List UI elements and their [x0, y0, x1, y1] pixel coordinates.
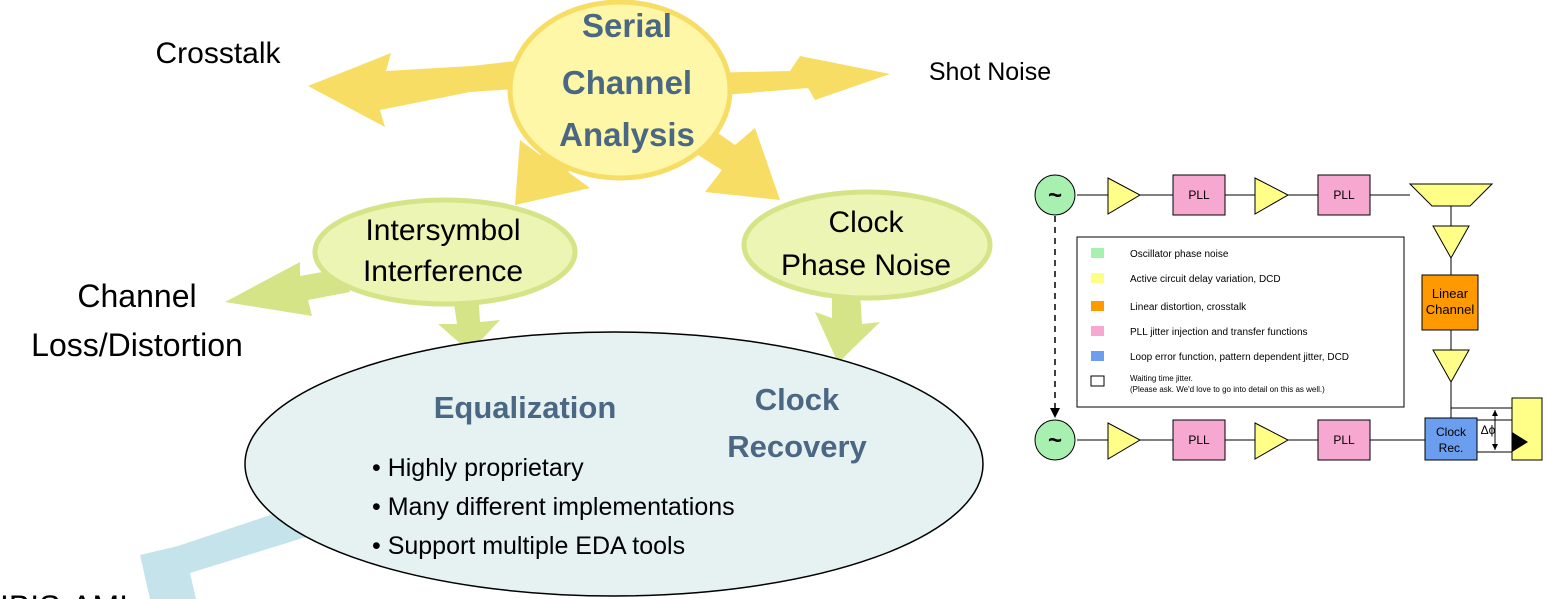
center-line-2: Channel [562, 64, 692, 101]
linear-channel-block [1421, 274, 1479, 331]
bottom-pll-1 [1172, 419, 1226, 461]
right-buffer-2 [1432, 349, 1470, 384]
bottom-pll-1-label: PLL [1188, 433, 1210, 447]
bottom-buffer-2 [1254, 422, 1290, 460]
legend-item: Oscillator phase noise [1091, 248, 1229, 260]
center-line-3: Analysis [559, 116, 695, 153]
ibis-ami-label: IBIS-AMI [0, 589, 128, 599]
cpn-line-1: Clock [828, 206, 904, 239]
bottom-oscillator-symbol: ~ [1048, 427, 1062, 454]
legend-swatch-oscillator [1091, 248, 1104, 258]
flip-flop-block [1511, 397, 1543, 461]
delta-phi-arrow-up [1492, 410, 1498, 416]
linear-channel-line-1: Linear [1432, 286, 1469, 301]
legend-text-active-circuit: Active circuit delay variation, DCD [1130, 274, 1281, 285]
crosstalk-label: Crosstalk [155, 37, 281, 70]
bullet-2: • Many different implementations [372, 493, 735, 521]
isi-to-eq-arrow [438, 290, 500, 352]
top-pll-2 [1317, 174, 1371, 216]
legend-box [1076, 236, 1405, 408]
legend-item: Loop error function, pattern dependent j… [1091, 351, 1349, 363]
center-line-1: Serial [582, 7, 672, 44]
top-buffer-2 [1254, 177, 1290, 215]
legend-swatch-waiting-time [1090, 375, 1105, 387]
legend-text-waiting-time: Waiting time jitter. [1130, 374, 1193, 383]
top-oscillator [1034, 174, 1076, 216]
transmitter-trapezoid [1408, 183, 1494, 207]
legend-swatch-active-circuit [1091, 273, 1104, 283]
clock-phase-noise-bubble [741, 189, 993, 301]
top-buffer-1 [1107, 177, 1142, 215]
right-buffer-1 [1432, 225, 1470, 260]
cpn-to-cr-arrow [815, 278, 880, 363]
clock-rec-line-1: Clock [1436, 425, 1467, 439]
legend-swatch-linear-distortion [1091, 301, 1104, 311]
cpn-line-2: Phase Noise [781, 249, 951, 282]
equalization-heading: Equalization [434, 390, 617, 425]
top-oscillator-symbol: ~ [1048, 182, 1062, 209]
isi-bubble [312, 197, 578, 307]
flip-flop-clock-triangle [1512, 432, 1528, 452]
bottom-buffer-1 [1107, 422, 1142, 460]
isi-line-2: Interference [363, 255, 523, 288]
legend-item: Active circuit delay variation, DCD [1091, 273, 1281, 285]
linear-channel-line-2: Channel [1426, 302, 1475, 317]
clock-rec-line-2: Rec. [1439, 441, 1464, 455]
legend-item: PLL jitter injection and transfer functi… [1091, 326, 1308, 338]
shot-noise-label: Shot Noise [929, 58, 1051, 86]
bullet-3: • Support multiple EDA tools [372, 532, 685, 560]
shot-noise-arrow [700, 56, 890, 100]
channel-loss-arrow [225, 262, 350, 316]
legend-text-linear-distortion: Linear distortion, crosstalk [1130, 302, 1247, 313]
bottom-pll-2-label: PLL [1333, 433, 1355, 447]
clock-recovery-line-1: Clock [755, 382, 840, 417]
bottom-oscillator [1034, 419, 1076, 461]
legend-swatch-pll [1091, 326, 1104, 336]
serial-channel-analysis-bubble [507, 0, 733, 181]
dashed-arrowhead [1050, 408, 1060, 418]
block-diagram [1077, 194, 1512, 453]
equalization-cdr-oval [244, 331, 984, 597]
bullet-1: • Highly proprietary [372, 454, 584, 482]
legend-text-loop-error: Loop error function, pattern dependent j… [1130, 352, 1349, 363]
isi-line-1: Intersymbol [365, 214, 520, 247]
delta-phi-label: Δϕ [1481, 423, 1496, 437]
clock-rec-block [1424, 417, 1478, 461]
legend-text-pll: PLL jitter injection and transfer functi… [1130, 327, 1308, 338]
bottom-pll-2 [1317, 419, 1371, 461]
top-pll-2-label: PLL [1333, 188, 1355, 202]
top-pll-1-label: PLL [1188, 188, 1210, 202]
top-pll-1 [1172, 174, 1226, 216]
clock-recovery-line-2: Recovery [727, 429, 867, 464]
channel-loss-line-1: Channel [77, 278, 196, 314]
delta-phi-arrow-down [1492, 444, 1498, 450]
legend-swatch-loop-error [1091, 351, 1104, 361]
legend-text-oscillator: Oscillator phase noise [1130, 249, 1229, 260]
channel-loss-line-2: Loss/Distortion [31, 327, 243, 363]
legend-text-waiting-time-note: (Please ask. We'd love to go into detail… [1130, 385, 1325, 394]
legend-item: Linear distortion, crosstalk [1091, 301, 1247, 313]
legend-item: Waiting time jitter. (Please ask. We'd l… [1090, 374, 1325, 394]
crosstalk-arrow [308, 53, 530, 127]
